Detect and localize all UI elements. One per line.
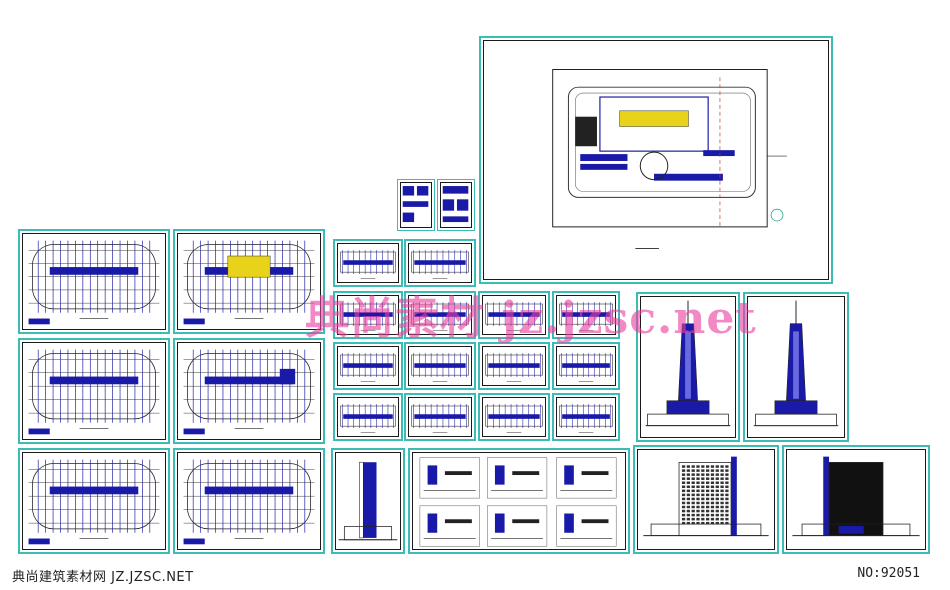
tower-plan-sheet-13 — [478, 393, 550, 441]
tower-plan-sheet-7 — [333, 342, 403, 390]
floor-plan-sheet-5 — [18, 448, 170, 554]
tower-plan-sheet-8 — [404, 342, 476, 390]
tower-plan-sheet-4 — [404, 291, 476, 339]
site-plan-drawing — [552, 68, 787, 249]
tower-plan-sheet-2 — [404, 239, 476, 287]
tower-elevation-drawing-1 — [645, 300, 731, 427]
tower-plan-sheet-5 — [478, 291, 550, 339]
floor-plan-sheet-4 — [173, 338, 325, 444]
building-elevation-drawing-1 — [643, 456, 769, 537]
tower-elevation-drawing-2 — [753, 300, 839, 427]
detail-thumb-1 — [397, 179, 435, 231]
tower-plan-sheet-10 — [552, 342, 620, 390]
tower-plan-sheet-1 — [333, 239, 403, 287]
tower-plan-sheet-3 — [333, 291, 403, 339]
tower-elevation-sheet-2 — [743, 292, 849, 442]
building-elevation-sheet-2 — [782, 445, 930, 554]
floor-plan-sheet-2 — [173, 229, 325, 334]
site-plan-sheet — [479, 36, 833, 284]
tower-plan-sheet-9 — [478, 342, 550, 390]
section-drawing — [338, 461, 398, 541]
floor-plan-sheet-1 — [18, 229, 170, 334]
tower-elevation-sheet-1 — [636, 292, 740, 442]
section-sheet — [331, 448, 405, 554]
tower-plan-sheet-6 — [552, 291, 620, 339]
building-elevation-drawing-2 — [792, 456, 920, 537]
tower-plan-sheet-11 — [333, 393, 403, 441]
details-drawing — [419, 457, 617, 547]
footer-site-label: 典尚建筑素材网 JZ.JZSC.NET — [12, 570, 194, 585]
footer-serial-number: NO:92051 — [857, 566, 920, 581]
tower-plan-sheet-12 — [404, 393, 476, 441]
floor-plan-sheet-3 — [18, 338, 170, 444]
building-elevation-sheet-1 — [633, 445, 779, 554]
floor-plan-sheet-6 — [173, 448, 325, 554]
tower-plan-sheet-14 — [552, 393, 620, 441]
detail-thumb-2 — [437, 179, 475, 231]
details-sheet — [408, 448, 630, 554]
